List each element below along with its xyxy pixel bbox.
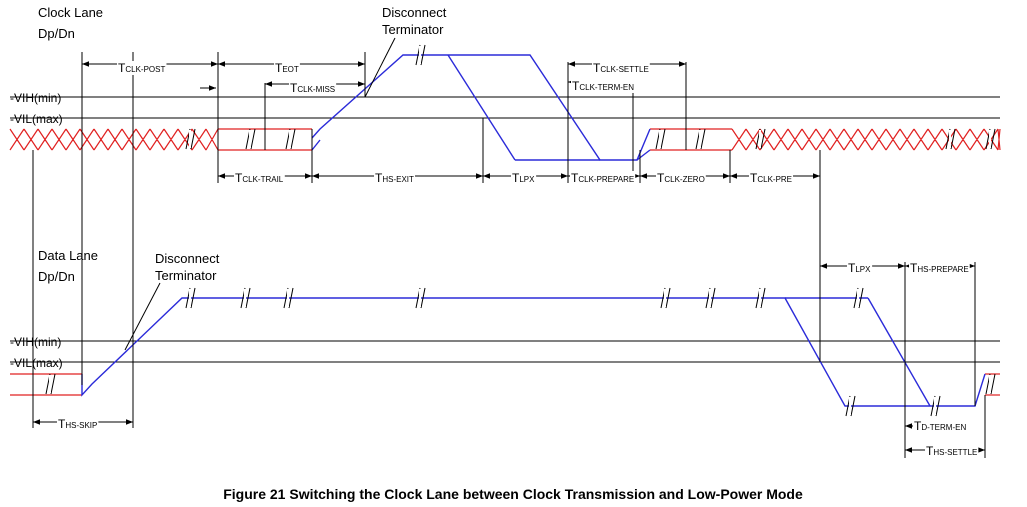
label-td-term-en: TD-TERM-EN xyxy=(914,419,966,433)
label-tclk-term-en: TCLK-TERM-EN xyxy=(572,79,634,93)
clock-hs-right-waveform xyxy=(731,128,1001,151)
break-gap xyxy=(659,130,661,148)
label-tclk-post: TCLK-POST xyxy=(118,61,165,75)
label-teot: TEOT xyxy=(275,61,299,75)
label-ths-prepare: THS-PREPARE xyxy=(910,261,969,275)
label-background xyxy=(925,444,979,458)
data-vih-label: -VIH(min) xyxy=(10,335,61,349)
label-background xyxy=(656,171,706,185)
svg-text:Disconnect: Disconnect xyxy=(155,251,220,266)
data-lp-waveform xyxy=(81,297,986,407)
data-lane-label: Data Lane Dp/Dn xyxy=(38,248,98,284)
break-gap xyxy=(664,289,666,307)
svg-text:Clock Lane: Clock Lane xyxy=(38,5,103,20)
svg-text:Data Lane: Data Lane xyxy=(38,248,98,263)
label-background xyxy=(571,79,636,93)
label-tlpx-data: TLPX xyxy=(848,261,871,275)
label-background xyxy=(592,61,650,75)
break-gap xyxy=(759,130,761,148)
break-gap xyxy=(857,289,859,307)
break-gap xyxy=(759,289,761,307)
break-gap xyxy=(249,130,251,148)
label-background xyxy=(909,261,970,275)
label-background xyxy=(749,171,794,185)
label-tclk-trail: TCLK-TRAIL xyxy=(235,171,284,185)
break-gap xyxy=(699,130,701,148)
break-marks xyxy=(45,44,996,417)
label-ths-exit: THS-EXIT xyxy=(375,171,414,185)
label-background xyxy=(847,261,873,275)
break-gap xyxy=(189,289,191,307)
label-tclk-pre: TCLK-PRE xyxy=(750,171,792,185)
label-background xyxy=(289,81,337,95)
svg-text:Dp/Dn: Dp/Dn xyxy=(38,26,75,41)
break-gap xyxy=(419,289,421,307)
label-background xyxy=(570,171,636,185)
clock-hs-crossing-left xyxy=(9,128,219,151)
clock-threshold-lines: -VIH(min) -VIL(max) xyxy=(10,91,1000,126)
clock-hs-tail-lines xyxy=(218,128,732,151)
clock-lane-label: Clock Lane Dp/Dn xyxy=(38,5,103,41)
break-gap xyxy=(289,130,291,148)
data-threshold-lines: -VIH(min) -VIL(max) xyxy=(10,335,1000,370)
clock-vih-label: -VIH(min) xyxy=(10,91,61,105)
break-gap xyxy=(287,289,289,307)
break-gap xyxy=(849,397,851,415)
data-disconnect-terminator-label: Disconnect Terminator xyxy=(155,251,220,283)
break-gap xyxy=(419,46,421,64)
timing-labels: TCLK-POST TEOT TCLK-MISS TCLK-SETTLE TCL… xyxy=(57,61,979,458)
figure-caption: Figure 21 Switching the Clock Lane betwe… xyxy=(223,486,803,502)
svg-text:Dp/Dn: Dp/Dn xyxy=(38,269,75,284)
label-background xyxy=(117,61,167,75)
label-tclk-prepare: TCLK-PREPARE xyxy=(571,171,634,185)
clock-vil-label: -VIL(max) xyxy=(10,112,63,126)
svg-text:Disconnect: Disconnect xyxy=(382,5,447,20)
break-gap xyxy=(934,397,936,415)
clock-lp-waveform-2 xyxy=(311,139,321,151)
label-tlpx-clock: TLPX xyxy=(512,171,535,185)
clock-hs-left-waveform xyxy=(9,128,219,151)
break-gap xyxy=(989,375,991,393)
label-tclk-zero: TCLK-ZERO xyxy=(657,171,705,185)
data-lp-falling-edge xyxy=(867,297,931,407)
timing-arrows xyxy=(33,37,985,453)
data-vil-label: -VIL(max) xyxy=(10,356,63,370)
label-background xyxy=(274,61,300,75)
data-terminator-pointer xyxy=(124,282,161,351)
break-gap xyxy=(49,375,51,393)
clock-disconnect-terminator-label: Disconnect Terminator xyxy=(382,5,447,37)
break-gap xyxy=(989,130,991,148)
label-background xyxy=(913,419,968,433)
svg-text:Terminator: Terminator xyxy=(155,268,217,283)
clock-hs-crossing-right xyxy=(731,128,1001,151)
label-tclk-settle: TCLK-SETTLE xyxy=(593,61,649,75)
clock-hs-restart-edge xyxy=(636,149,651,161)
label-background xyxy=(511,171,537,185)
break-gap xyxy=(189,130,191,148)
break-gap xyxy=(709,289,711,307)
data-hs-lines xyxy=(10,373,1000,396)
label-background xyxy=(57,417,99,431)
clock-terminator-pointer xyxy=(364,37,396,98)
clock-lp-falling-edge xyxy=(447,54,516,161)
label-background xyxy=(374,171,416,185)
label-ths-skip: THS-SKIP xyxy=(58,417,97,431)
svg-text:Terminator: Terminator xyxy=(382,22,444,37)
break-gap xyxy=(244,289,246,307)
label-tclk-miss: TCLK-MISS xyxy=(290,81,335,95)
label-background xyxy=(234,171,285,185)
break-gap xyxy=(949,130,951,148)
label-ths-settle: THS-SETTLE xyxy=(926,444,977,458)
